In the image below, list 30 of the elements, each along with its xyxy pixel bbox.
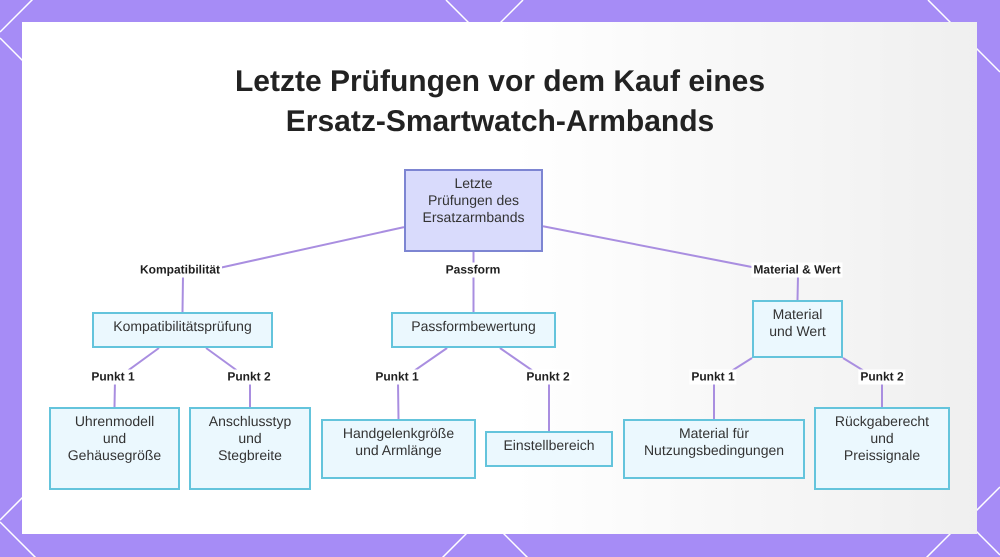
process-box [485,431,613,467]
process-box [321,419,476,479]
process-box [391,312,556,348]
edge-label: Punkt 1 [373,370,421,384]
edge-label: Kompatibilität [138,262,222,278]
root-box [404,169,543,252]
edge-label: Punkt 2 [225,370,273,384]
edge-label: Material & Wert [751,262,843,278]
box-text: Einstellbereich [503,437,595,454]
box-text: Passformbewertung [411,318,536,335]
edge-label: Punkt 2 [858,370,906,384]
title: Letzte Prüfungen vor dem Kauf eines Ersatz-Smartwatch-Armbands [234,64,766,140]
edge-label: Punkt 1 [689,370,737,384]
process-box [623,419,805,479]
process-box [814,407,950,490]
edge-label: Passform [444,262,502,278]
box-text: Handgelenkgröße und Armlänge [342,425,456,459]
edge-label: Punkt 2 [524,370,572,384]
box-text: Material für Nutzungsbedingungen [642,425,786,459]
box-text: Anschlusstyp und Stegbreite [208,413,292,464]
box-text: Kompatibilitätsprüfung [113,318,252,335]
box-text: Uhrenmodell und Gehäusegröße [66,413,162,464]
box-text: Letzte Prüfungen des Ersatzarmbands [422,175,524,226]
process-box [752,300,843,358]
box-text: Material und Wert [768,306,827,340]
process-box [49,407,180,490]
process-box [189,407,311,490]
box-text: Rückgaberecht und Preissignale [834,413,930,464]
process-box [92,312,273,348]
edge-label: Punkt 1 [89,370,137,384]
